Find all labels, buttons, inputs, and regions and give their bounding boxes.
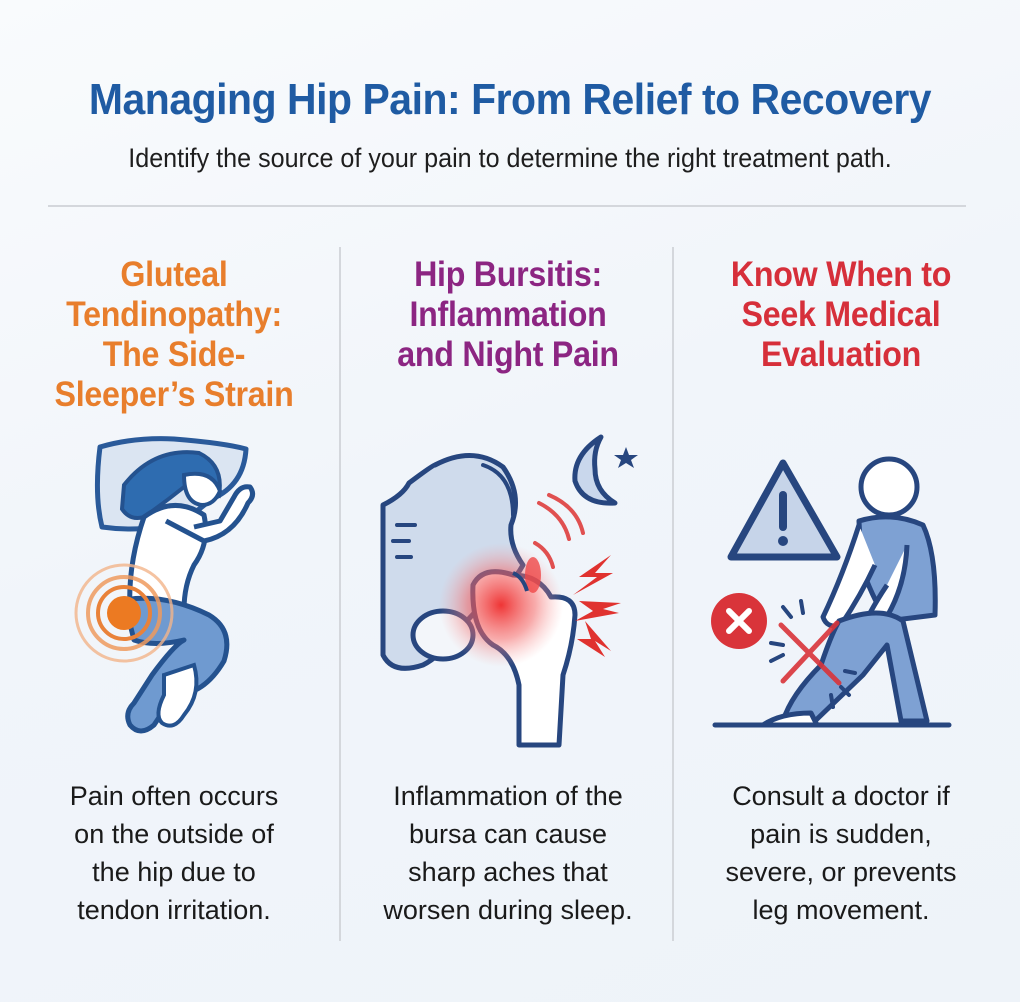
column-seek-medical-evaluation: Know When to Seek Medical Evaluation bbox=[675, 247, 1007, 941]
title-line: Gluteal bbox=[120, 255, 228, 294]
body-line: bursa can cause bbox=[408, 819, 608, 849]
title-line: Seek Medical bbox=[741, 295, 941, 334]
column-hip-bursitis: Hip Bursitis: Inflammation and Night Pai… bbox=[342, 247, 674, 941]
title-line: Know When to bbox=[730, 255, 952, 294]
body-line: Consult a doctor if bbox=[732, 781, 950, 811]
body-line: worsen during sleep. bbox=[383, 895, 633, 925]
column-title: Hip Bursitis: Inflammation and Night Pai… bbox=[355, 255, 660, 375]
column-title: Gluteal Tendinopathy: The Side- Sleeper’… bbox=[21, 255, 326, 415]
body-line: leg movement. bbox=[752, 895, 930, 925]
title-line: Tendinopathy: bbox=[66, 295, 282, 334]
header-divider bbox=[48, 205, 966, 207]
column-divider-2 bbox=[672, 247, 674, 941]
body-line: pain is sudden, bbox=[750, 819, 932, 849]
title-line: Evaluation bbox=[760, 335, 922, 374]
body-line: tendon irritation. bbox=[77, 895, 271, 925]
column-description: Pain often occurs on the outside of the … bbox=[8, 777, 340, 929]
page-title: Managing Hip Pain: From Relief to Recove… bbox=[88, 75, 932, 124]
title-line: Hip Bursitis: bbox=[414, 255, 602, 294]
warning-knee-pain-icon bbox=[675, 425, 1007, 765]
body-line: Pain often occurs bbox=[69, 781, 279, 811]
column-description: Inflammation of the bursa can cause shar… bbox=[342, 777, 674, 929]
body-line: severe, or prevents bbox=[725, 857, 957, 887]
side-sleeper-hip-pain-icon bbox=[8, 425, 340, 765]
body-line: sharp aches that bbox=[408, 857, 608, 887]
hip-joint-inflammation-night-icon bbox=[342, 425, 674, 765]
body-line: on the outside of bbox=[74, 819, 274, 849]
page-subtitle: Identify the source of your pain to dete… bbox=[128, 143, 892, 173]
column-description: Consult a doctor if pain is sudden, seve… bbox=[675, 777, 1007, 929]
title-line: The Side- bbox=[102, 335, 246, 374]
body-line: Inflammation of the bbox=[393, 781, 623, 811]
title-line: and Night Pain bbox=[397, 335, 619, 374]
title-line: Inflammation bbox=[409, 295, 607, 334]
title-line: Sleeper’s Strain bbox=[54, 375, 294, 414]
body-line: the hip due to bbox=[92, 857, 256, 887]
column-gluteal-tendinopathy: Gluteal Tendinopathy: The Side- Sleeper’… bbox=[8, 247, 340, 941]
column-divider-1 bbox=[339, 247, 341, 941]
column-title: Know When to Seek Medical Evaluation bbox=[688, 255, 993, 375]
